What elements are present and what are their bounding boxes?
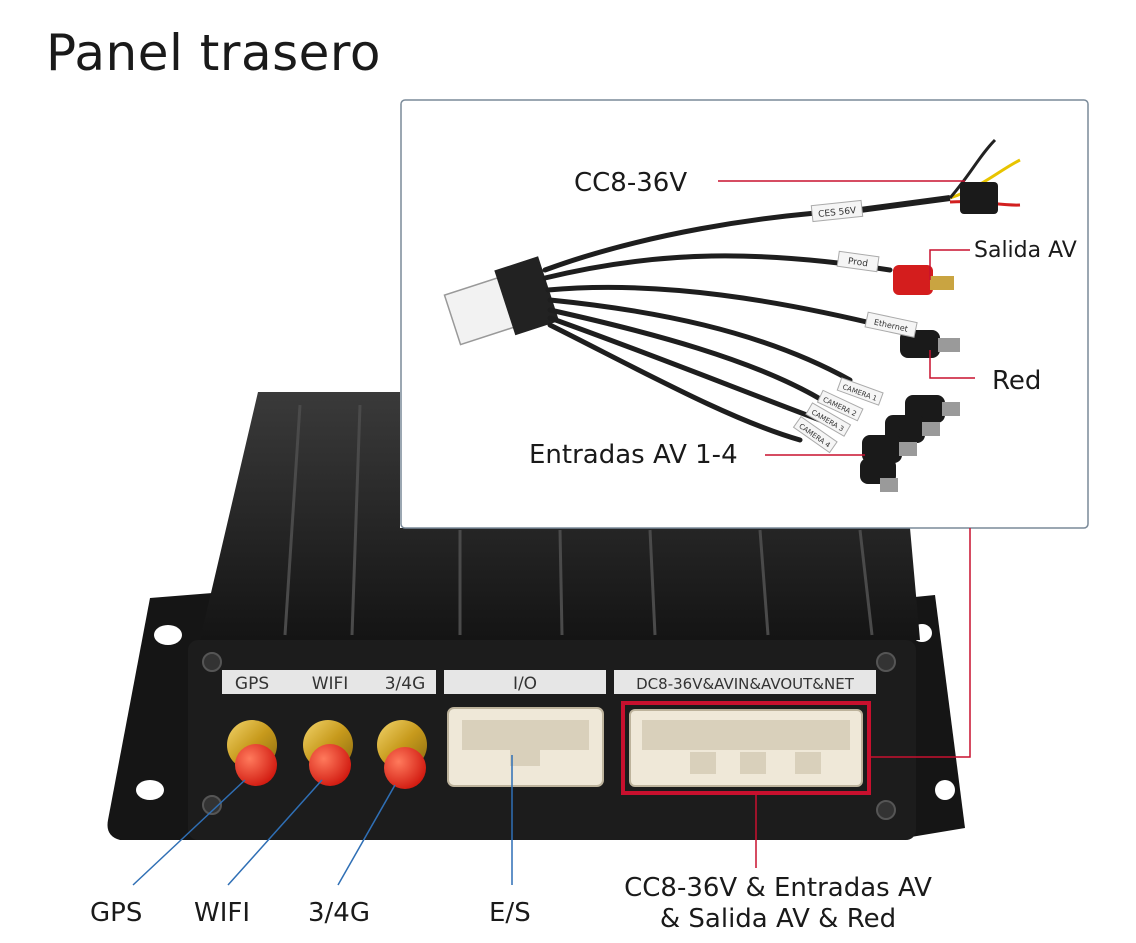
callout-main-line2: & Salida AV & Red [659, 904, 897, 934]
leader-wifi [227, 779, 323, 886]
cable-tag-av-out: Prod [836, 250, 880, 273]
panel-label-main: DC8-36V&AVIN&AVOUT&NET [636, 675, 855, 693]
screw-bottom-left [202, 795, 222, 815]
callout-main-line1: CC8-36V & Entradas AV [624, 873, 932, 903]
fuse-holder [960, 182, 998, 214]
cable-tag-network: Ethernet [864, 311, 918, 338]
harness-plug [443, 256, 560, 346]
panel-label-cellular: 3/4G [385, 674, 426, 694]
label-strip-io [444, 670, 606, 694]
io-connector [447, 707, 604, 787]
screw-top-right [876, 652, 896, 672]
av-in-connector-3 [862, 435, 917, 463]
callout-io: E/S [489, 898, 531, 928]
heat-sink-ribs [283, 404, 874, 636]
mount-hole-right-bottom [935, 780, 955, 800]
leader-gps [132, 779, 246, 886]
callout-power: CC8-36V [574, 168, 688, 198]
mount-hole-left-top [154, 625, 182, 645]
callout-network: Red [992, 366, 1042, 396]
callout-wifi: WIFI [194, 898, 250, 928]
mount-hole-left-bottom [136, 780, 164, 800]
blue-leader-lines [132, 755, 513, 886]
screw-top-left [202, 652, 222, 672]
mount-flange-right [905, 595, 965, 838]
leader-cellular [337, 784, 396, 886]
red-leader-lines [718, 180, 975, 868]
callout-av-in: Entradas AV 1-4 [529, 440, 738, 470]
callout-cellular: 3/4G [308, 898, 370, 928]
leader-av-out [929, 249, 970, 280]
panel-label-io: I/O [513, 674, 537, 694]
main-connector [629, 709, 863, 787]
label-strip-antennas [222, 670, 436, 694]
panel-label-gps: GPS [235, 674, 269, 694]
av-in-connector-4 [860, 458, 898, 492]
callout-gps: GPS [90, 898, 143, 928]
power-wire-black [948, 138, 997, 199]
antenna-connector-gps [227, 720, 277, 786]
callout-av-out: Salida AV [974, 238, 1077, 263]
page-title: Panel trasero [46, 24, 381, 82]
power-wire-yellow [949, 158, 1021, 200]
svg-text:Prod: Prod [847, 257, 868, 270]
panel-label-wifi: WIFI [312, 674, 349, 694]
svg-text:CES 56V: CES 56V [818, 206, 858, 220]
dvr-device: GPS WIFI 3/4G I/O DC8-36V&AVIN&AVOUT&NET [107, 392, 965, 840]
cable-tag-power: CES 56V [810, 199, 864, 223]
chassis-top [200, 392, 920, 640]
antenna-connector-wifi [303, 720, 353, 786]
av-out-rca [893, 265, 954, 295]
antenna-connector-cellular [377, 720, 427, 789]
label-strip-main [614, 670, 876, 694]
leader-network [929, 350, 975, 379]
leader-inset-to-connector [869, 528, 971, 758]
main-connector-highlight [621, 701, 871, 795]
screw-bottom-right [876, 800, 896, 820]
